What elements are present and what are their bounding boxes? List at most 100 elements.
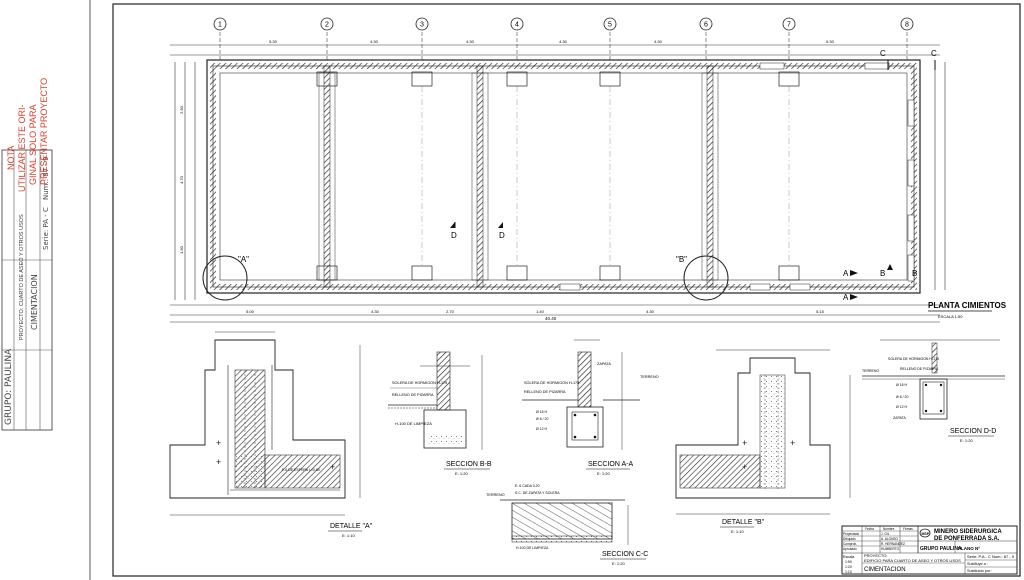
svg-text:NOTA: NOTA <box>6 146 16 170</box>
svg-text:PRESENTAR PROYECTO: PRESENTAR PROYECTO <box>39 78 49 185</box>
svg-text:+: + <box>742 438 747 448</box>
bottom-dimension: 5.00 <box>246 309 255 314</box>
section-mark-a: A A <box>843 269 858 302</box>
svg-text:+: + <box>330 462 335 472</box>
svg-text:+: + <box>790 438 795 448</box>
title-detalle-a: DETALLE "A" <box>330 523 373 530</box>
seccion-aa: SOLERA DE HORMIGON H-175 RELLENO DE PIZA… <box>522 339 659 450</box>
top-dimension: 4.30 <box>370 39 379 44</box>
axis-label: 4 <box>515 22 519 29</box>
serie: Serie: P.A - C <box>967 554 991 559</box>
axis-label: 7 <box>787 22 791 29</box>
axis-label: 2 <box>325 22 329 29</box>
red-note: NOTA UTILIZAR ESTE ORI- GINAL SOLO PARA … <box>6 78 49 192</box>
svg-text:Proyectado: Proyectado <box>843 532 859 536</box>
svg-text:H-100 DE LIMPIEZA: H-100 DE LIMPIEZA <box>516 546 549 550</box>
svg-text:ZAPATA: ZAPATA <box>893 416 907 420</box>
svg-text:RELLENO DE PIZARRA: RELLENO DE PIZARRA <box>392 393 434 397</box>
svg-text:A. ALONSO: A. ALONSO <box>881 537 899 541</box>
seccion-dd: SOLERA DE HORMIGON H-175 RELLENO DE PIZA… <box>862 339 1005 420</box>
title-seccion-cc: SECCION C-C <box>602 551 648 558</box>
svg-text:1:50: 1:50 <box>845 560 852 564</box>
section-mark-b: B B <box>880 264 917 278</box>
proyecto-label: PROYECTO: <box>864 553 888 558</box>
top-dimension: 4.30 <box>466 39 475 44</box>
title-seccion-aa: SECCION A-A <box>588 461 633 468</box>
axis-label: 1 <box>218 22 222 29</box>
side-label-project: PROYECTO: CUARTO DE ASEO Y OTROS USOS <box>19 214 25 340</box>
svg-text:TERRENO: TERRENO <box>862 369 879 373</box>
svg-text:B: B <box>912 269 917 278</box>
sustituye: Sustituye a : <box>967 562 988 566</box>
overall-dimension: 40.40 <box>545 316 557 321</box>
scale-seccion-bb: E: 1:20 <box>455 471 468 476</box>
side-label-strip: GRUPO: PAULINA PROYECTO: CUARTO DE ASEO … <box>1 149 53 431</box>
svg-text:Ø 6 / 20: Ø 6 / 20 <box>896 395 909 399</box>
side-label-group: GRUPO: PAULINA <box>4 348 14 425</box>
bottom-dimension: 4.30 <box>371 309 380 314</box>
svg-text:TERRENO: TERRENO <box>486 493 505 497</box>
svg-text:D: D <box>451 231 457 240</box>
svg-text:A: A <box>843 293 849 302</box>
svg-text:SOLERA DE HORMIGON H-175: SOLERA DE HORMIGON H-175 <box>888 357 939 361</box>
svg-text:E.6 DE ESPERA L=0,60: E.6 DE ESPERA L=0,60 <box>282 468 320 472</box>
title-seccion-bb: SECCION B-B <box>446 461 492 468</box>
svg-text:C: C <box>931 49 937 58</box>
svg-text:1:20: 1:20 <box>845 565 852 569</box>
svg-text:RELLENO DE PIZARRA: RELLENO DE PIZARRA <box>900 367 939 371</box>
side-label-serie: Serie: PA - C <box>42 207 50 250</box>
company-line2: DE PONFERRADA S.A. <box>934 536 1000 542</box>
scale-seccion-dd: E: 1:20 <box>960 438 973 443</box>
top-dimension: 5.30 <box>269 39 278 44</box>
side-dimension: 2.50 <box>179 105 184 114</box>
svg-text:TERRENO: TERRENO <box>640 375 659 379</box>
axis-label: 5 <box>608 22 612 29</box>
num: Num.: 87 - 9 <box>992 554 1015 559</box>
title-detalle-b: DETALLE "B" <box>722 519 765 526</box>
svg-text:E. 6 CADA 0.20: E. 6 CADA 0.20 <box>515 484 540 488</box>
svg-text:Ø 16 H: Ø 16 H <box>536 410 548 414</box>
svg-text:ZAPATA: ZAPATA <box>597 362 611 366</box>
svg-text:GINAL SOLO PARA: GINAL SOLO PARA <box>28 104 38 185</box>
svg-text:Ø 12 H: Ø 12 H <box>536 427 548 431</box>
scale-detalle-b: E: 1:10 <box>731 529 744 534</box>
plan-scale: ESCALA 1:50 <box>938 314 963 319</box>
svg-text:UTILIZAR ESTE ORI-: UTILIZAR ESTE ORI- <box>17 104 27 192</box>
svg-text:RELLENO DE PIZARRA: RELLENO DE PIZARRA <box>524 390 566 394</box>
svg-text:C: C <box>880 49 886 58</box>
side-label-drawing: CIMENTACION <box>30 274 39 330</box>
svg-text:Ø 12 H: Ø 12 H <box>896 405 908 409</box>
svg-text:Firmas: Firmas <box>903 527 913 531</box>
bottom-dimension: 4.30 <box>646 309 655 314</box>
bottom-dimension: 1.40 <box>536 309 545 314</box>
svg-text:+: + <box>216 438 221 448</box>
svg-text:Fecha: Fecha <box>865 527 874 531</box>
side-label-num: Num.: 87 - 9 <box>42 156 50 200</box>
svg-text:B: B <box>880 269 885 278</box>
svg-text:+: + <box>216 457 221 467</box>
section-mark-d: D D <box>450 222 505 240</box>
top-dimension: 5.30 <box>826 39 835 44</box>
svg-text:Ø 16 H: Ø 16 H <box>896 383 908 387</box>
sustituido: Sustituido por : <box>967 569 992 573</box>
detail-ref-a: "A" <box>238 255 249 264</box>
detail-ref-b: "B" <box>676 255 687 264</box>
company-logo-icon: MSP <box>919 528 931 538</box>
svg-text:Aprobado: Aprobado <box>843 547 857 551</box>
side-dimension: 1.50 <box>179 245 184 254</box>
detalle-b: + + + <box>675 349 851 515</box>
svg-text:A: A <box>843 269 849 278</box>
top-dimension: 4.30 <box>654 39 663 44</box>
svg-text:R. HERNANDEZ: R. HERNANDEZ <box>881 542 905 546</box>
svg-text:1:10: 1:10 <box>845 570 852 574</box>
plano-label: PLANO Nº <box>958 546 980 551</box>
svg-text:Dibujado: Dibujado <box>843 537 856 541</box>
top-dimension: 4.30 <box>559 39 568 44</box>
svg-text:J. GIL: J. GIL <box>881 532 890 536</box>
section-mark-c: C C <box>880 49 937 70</box>
svg-text:SOLERA DE HORMIGON H-175: SOLERA DE HORMIGON H-175 <box>524 381 579 385</box>
svg-text:HUMBERTO: HUMBERTO <box>881 547 900 551</box>
bottom-dimension: 5.15 <box>816 309 825 314</box>
